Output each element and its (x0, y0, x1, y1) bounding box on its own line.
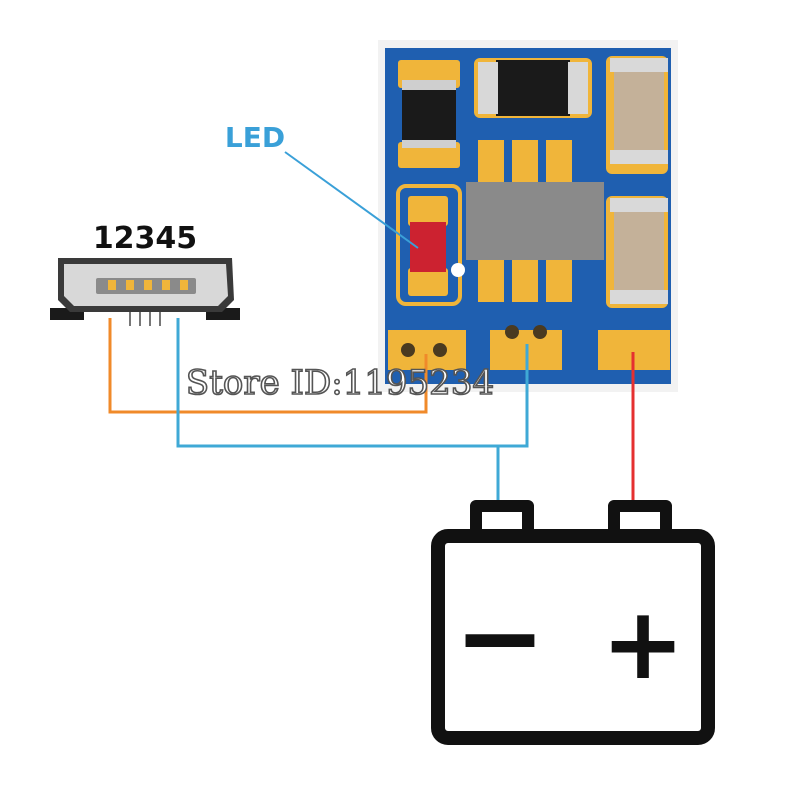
battery-positive-sign: + (601, 585, 685, 702)
wire-orange (108, 318, 428, 414)
connector-pin-label: 12345 (93, 221, 197, 256)
smd-component-top-middle (474, 58, 592, 118)
led-label: LED (225, 121, 285, 154)
wire-blue-negative (496, 444, 527, 506)
pcb-module (378, 40, 678, 392)
battery-icon (431, 500, 715, 745)
store-watermark: Store ID:1195234 (186, 363, 494, 403)
led-leader-line (284, 151, 419, 249)
capacitor-bottom-right (606, 196, 668, 308)
ic-chip (466, 140, 604, 302)
battery-negative-sign: − (454, 573, 546, 701)
wire-blue-signal (176, 318, 529, 448)
smd-component-top-left (398, 60, 460, 168)
micro-usb-connector (50, 258, 240, 326)
capacitor-top-right (606, 56, 668, 174)
bottom-pads (388, 325, 670, 370)
